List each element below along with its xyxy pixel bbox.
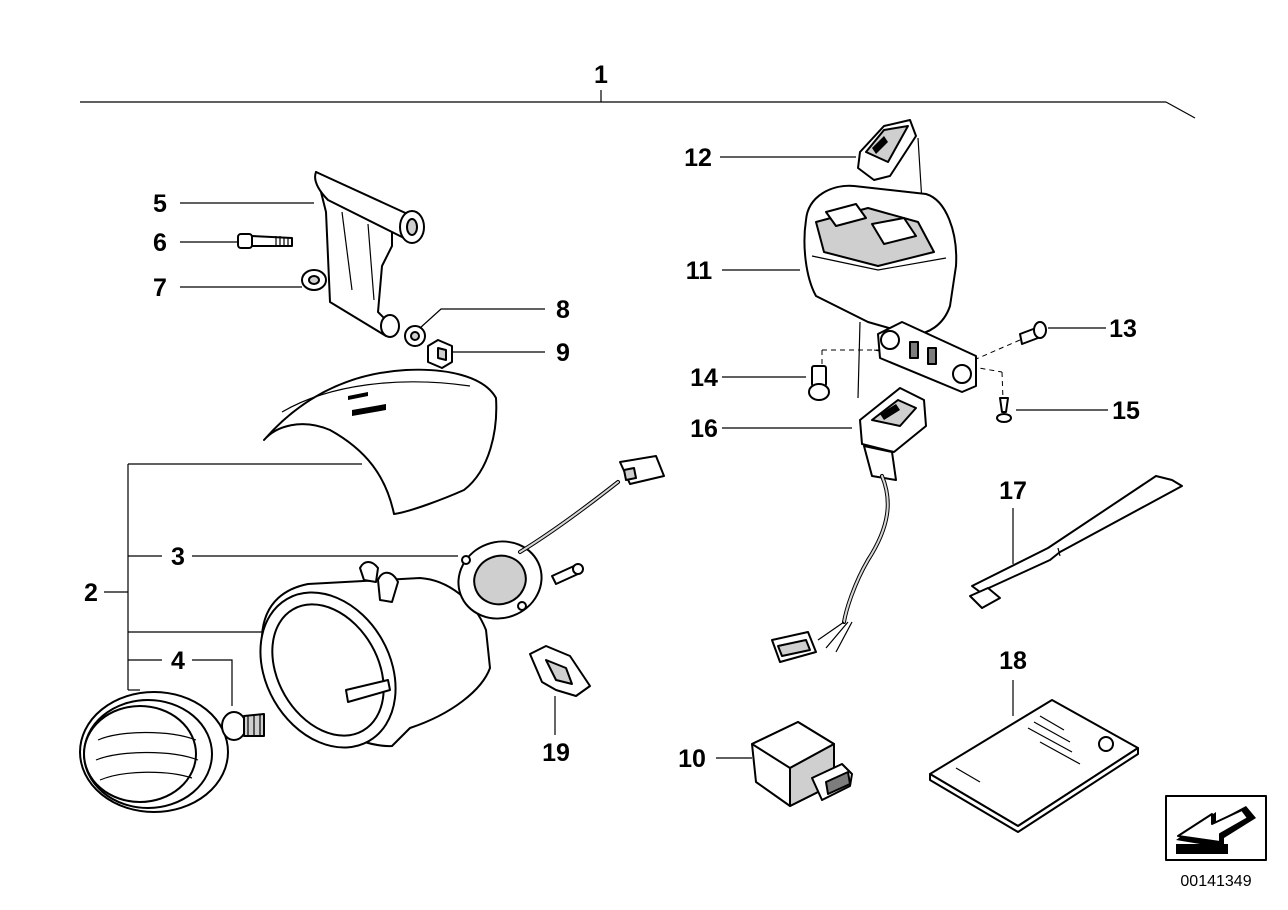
callout-7: 7 — [153, 274, 167, 302]
callout-16: 16 — [690, 415, 718, 443]
callout-3: 3 — [171, 543, 185, 571]
callout-10: 10 — [678, 745, 706, 773]
callout-8: 8 — [556, 296, 570, 324]
ring-screw — [551, 563, 584, 585]
nut — [427, 339, 453, 369]
housing-cable — [518, 455, 665, 554]
callout-9: 9 — [556, 339, 570, 367]
mounting-ring — [457, 540, 543, 620]
callout-2: 2 — [84, 579, 98, 607]
callout-4: 4 — [171, 647, 185, 675]
small-washer — [404, 325, 426, 347]
part-number-badge — [1165, 795, 1267, 861]
mounting-bracket — [314, 171, 425, 338]
leader-lines — [80, 90, 1196, 759]
switch-harness — [771, 387, 927, 663]
cable-tie — [969, 475, 1183, 609]
callout-14: 14 — [690, 364, 718, 392]
callout-19: 19 — [542, 739, 570, 767]
part-number: 00141349 — [1180, 873, 1251, 890]
callout-18: 18 — [999, 647, 1027, 675]
screw-15 — [996, 397, 1012, 423]
switch-housing — [803, 184, 958, 336]
relay — [751, 721, 853, 807]
callout-1: 1 — [594, 61, 608, 89]
headlight-housing — [259, 561, 491, 749]
switch-cap — [857, 119, 917, 181]
screw-14 — [808, 365, 830, 401]
callout-labels: 1 2 3 4 5 6 7 8 9 10 11 12 13 14 15 16 1… — [84, 61, 1140, 773]
switch-bracket — [877, 321, 977, 393]
callout-15: 15 — [1112, 397, 1140, 425]
leader-8 — [419, 308, 545, 329]
instruction-sheet — [929, 699, 1139, 833]
bolt — [237, 233, 293, 249]
callout-17: 17 — [999, 477, 1027, 505]
washer — [301, 269, 327, 291]
clip — [529, 645, 591, 697]
headlight-cover — [263, 368, 498, 515]
headlight-lens — [79, 691, 229, 813]
callout-13: 13 — [1109, 315, 1137, 343]
callout-12: 12 — [684, 144, 712, 172]
callout-6: 6 — [153, 229, 167, 257]
callout-11: 11 — [686, 257, 713, 285]
screw-13 — [1019, 321, 1047, 345]
callout-5: 5 — [153, 190, 167, 218]
bulb — [221, 711, 265, 741]
